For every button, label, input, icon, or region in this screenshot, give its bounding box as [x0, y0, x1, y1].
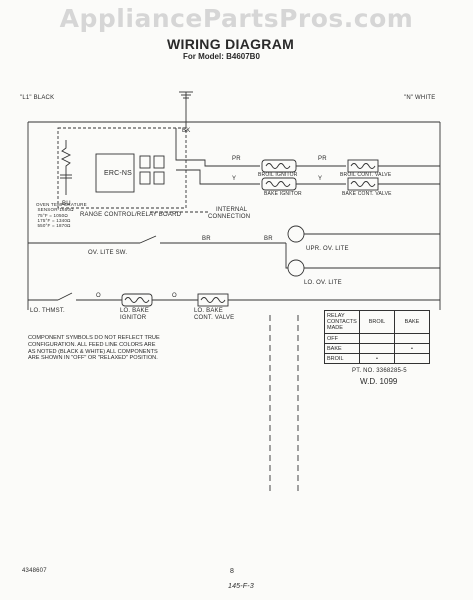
relay-coil-2 — [153, 155, 165, 169]
model-number: For Model: B4607B0 — [183, 52, 260, 61]
table-cell: BAKE — [324, 343, 360, 354]
footer-doc-number: 4348607 — [22, 568, 47, 574]
wire-color-br-2: BR — [264, 236, 273, 242]
lo-ov-lite — [287, 259, 305, 277]
table-cell: OFF — [324, 333, 360, 344]
ov-lite-sw-label: OV. LITE SW. — [88, 250, 128, 256]
lo-thermostat-switch — [57, 292, 73, 301]
ov-lite-switch — [139, 235, 157, 244]
footer-page-number: 8 — [230, 568, 235, 575]
note-line: COMPONENT SYMBOLS DO NOT REFLECT TRUE — [28, 335, 160, 341]
wire-color-br-1: BR — [202, 236, 211, 242]
table-header-row: RELAY CONTACTS MADE BROIL BAKE — [324, 310, 430, 334]
broil-ignitor-label: BROIL IGNITOR — [258, 172, 298, 178]
lo-thmst-label: LO. THMST. — [30, 308, 65, 314]
broil-ignitor — [261, 159, 297, 173]
relay-contacts-table: RELAY CONTACTS MADE BROIL BAKE OFF BAKE … — [324, 310, 430, 364]
wire-color-o-2: O — [172, 293, 177, 299]
diagram-title: WIRING DIAGRAM — [167, 36, 295, 52]
table-row: BROIL • — [324, 353, 430, 364]
watermark: AppliancePartsPros.com — [59, 4, 414, 33]
wire-color-bu: BU — [62, 201, 71, 207]
table-cell — [359, 333, 395, 344]
relay-coil-1 — [139, 155, 151, 169]
upr-ov-lite — [287, 225, 305, 243]
relay-coil-4 — [153, 171, 165, 185]
wire-color-y-2: Y — [318, 176, 323, 182]
lo-bake-valve-label: LO. BAKE CONT. VALVE — [194, 308, 235, 321]
table-cell: • — [359, 353, 395, 364]
erc-label: ERC-NS — [104, 170, 133, 177]
connection-label: CONNECTION — [208, 214, 251, 220]
part-number: PT. NO. 3368285-5 — [352, 368, 407, 374]
table-cell — [394, 333, 430, 344]
table-cell — [394, 353, 430, 364]
table-header: BROIL — [359, 310, 395, 334]
range-board-label: RANGE CONTROL/RELAY BOARD — [80, 212, 182, 218]
wd-number: W.D. 1099 — [360, 377, 398, 386]
bake-valve-label: BAKE CONT. VALVE — [342, 191, 392, 197]
note-line: CONFIGURATION. ALL FEED LINE COLORS ARE — [28, 341, 156, 348]
sensor-symbol — [60, 140, 72, 195]
table-cell: • — [394, 343, 430, 354]
internal-label: INTERNAL — [216, 207, 248, 213]
broil-valve-label: BROIL CONT. VALVE — [340, 172, 392, 178]
relay-board-box — [57, 127, 187, 209]
table-row: OFF — [324, 333, 430, 344]
wire-color-pr-1: PR — [232, 156, 241, 162]
table-row: BAKE • — [324, 343, 430, 354]
ground-icon — [179, 91, 193, 104]
oven-temp-sensor-label: OVEN TEMPERATURE SENSOR-1650Ω 75°F = 105… — [36, 202, 87, 229]
note-line: AS NOTED (BLACK & WHITE) ALL COMPONENTS — [28, 348, 158, 355]
n-label: "N" WHITE — [404, 95, 436, 101]
table-header: BAKE — [394, 310, 430, 334]
l1-label: "L1" BLACK — [20, 95, 55, 101]
wire-color-pr-2: PR — [318, 156, 327, 162]
wire-color-bk: BK — [182, 128, 191, 134]
lo-ov-lite-label: LO. OV. LITE — [304, 280, 342, 286]
note-line: ARE SHOWN IN "OFF" OR "RELAXED" POSITION… — [28, 355, 158, 362]
table-header: RELAY CONTACTS MADE — [324, 310, 360, 334]
wire-color-y-1: Y — [232, 176, 237, 182]
bake-ignitor — [261, 177, 297, 191]
footer-handwritten-note: 145-F-3 — [228, 583, 254, 590]
upr-ov-lite-label: UPR. OV. LITE — [306, 246, 349, 252]
table-cell: BROIL — [324, 353, 360, 364]
relay-coil-3 — [139, 171, 151, 185]
bake-ignitor-label: BAKE IGNITOR — [264, 191, 302, 197]
erc-box — [95, 153, 135, 193]
wire-color-o-1: O — [96, 293, 101, 299]
component-note: COMPONENT SYMBOLS DO NOT REFLECT TRUE CO… — [28, 335, 243, 362]
table-cell — [359, 343, 395, 354]
lo-bake-ignitor-label: LO. BAKE IGNITOR — [120, 308, 149, 321]
